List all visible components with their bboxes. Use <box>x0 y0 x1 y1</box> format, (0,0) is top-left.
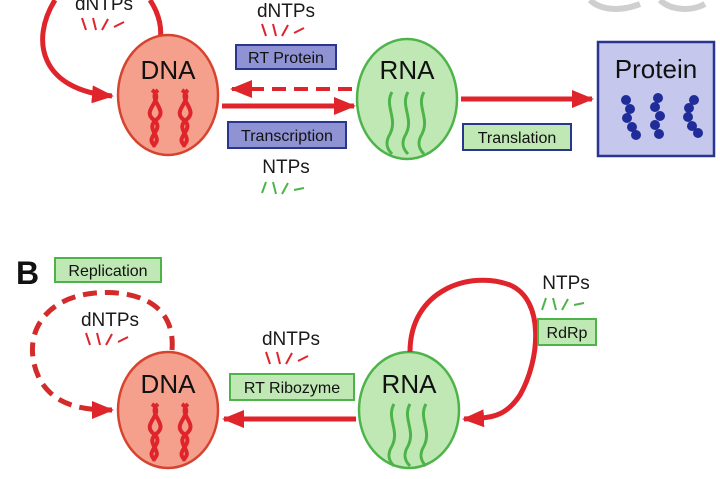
nucleotide-dashes-icon <box>85 332 129 346</box>
dntps-mid-label-b: dNTPs <box>262 329 320 350</box>
transcription-box: Transcription <box>227 121 347 149</box>
rna-label-b: RNA <box>382 369 438 399</box>
top-dntps-label: dNTPs <box>75 0 133 15</box>
rna-strand-icon <box>385 91 427 156</box>
dna-node-b: DNA <box>116 350 220 470</box>
protein-chain-icon <box>621 93 703 140</box>
rdrp-loop-arrow <box>407 277 539 428</box>
dna-node-a: DNA <box>116 33 220 157</box>
transcription-label: Transcription <box>241 128 333 145</box>
dna-label-b: DNA <box>141 369 197 399</box>
translation-box: Translation <box>462 123 572 151</box>
rna-node-b: RNA <box>357 350 461 470</box>
protein-label: Protein <box>615 54 697 84</box>
nucleotide-dashes-icon <box>265 351 309 365</box>
nucleotide-dashes-icon <box>261 23 305 37</box>
rna-strand-icon <box>387 403 429 468</box>
panel-b-letter: B <box>16 255 39 291</box>
dntps-loop-label: dNTPs <box>81 310 139 331</box>
dna-label-a: DNA <box>141 55 197 85</box>
protein-node: Protein <box>596 40 716 158</box>
rt-protein-label: RT Protein <box>248 50 324 67</box>
rdrp-label: RdRp <box>547 325 588 342</box>
panel-b: B Replication dNTPs DNA RNA <box>16 255 597 470</box>
dntps-mid-label-a: dNTPs <box>257 1 315 22</box>
rt-protein-box: RT Protein <box>235 44 337 70</box>
nucleotide-dashes-icon <box>541 297 585 311</box>
rt-ribozyme-label: RT Ribozyme <box>244 380 340 397</box>
replication-loop-arrow-b <box>29 290 175 419</box>
rt-ribozyme-box: RT Ribozyme <box>229 373 355 401</box>
rna-label-a: RNA <box>380 55 436 85</box>
nucleotide-dashes-icon <box>261 181 305 195</box>
dna-helix-icon <box>147 88 193 148</box>
ntps-label-b: NTPs <box>542 273 590 294</box>
replication-box: Replication <box>54 257 162 283</box>
translation-label: Translation <box>478 130 557 147</box>
ntps-label-a: NTPs <box>262 157 310 178</box>
dna-helix-icon <box>147 402 193 462</box>
replication-loop-arrow-a <box>40 0 114 104</box>
top-right-decoration <box>587 0 707 12</box>
nucleotide-dashes-icon <box>81 17 125 31</box>
replication-label: Replication <box>68 263 147 280</box>
replication-loop-top-a <box>147 0 164 41</box>
rdrp-box: RdRp <box>537 318 597 346</box>
rna-node-a: RNA <box>355 37 459 161</box>
panel-a: dNTPs DNA RNA <box>40 0 716 195</box>
